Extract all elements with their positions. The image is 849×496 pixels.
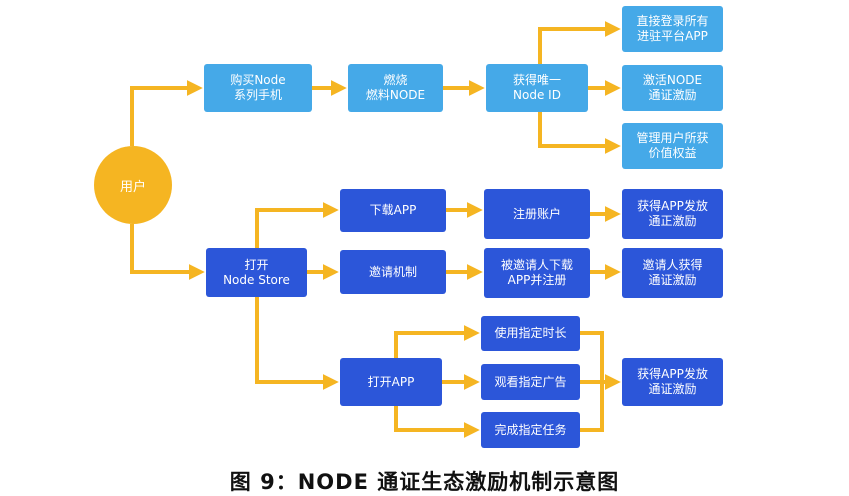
use-duration-node: 使用指定时长 (481, 316, 580, 351)
arrow-id-to-manage (538, 112, 621, 154)
figure-caption: 图 9：NODE 通证生态激励机制示意图 (229, 470, 620, 494)
complete-tasks-node: 完成指定任务 (481, 412, 580, 448)
node-id-node: 获得唯一 Node ID (486, 64, 588, 112)
open-store-node: 打开 Node Store (206, 248, 307, 297)
arrow-id-to-login (538, 21, 621, 64)
activate-node-node: 激活NODE 通证激励 (622, 65, 723, 111)
arrow-openapp-to-duration (394, 325, 480, 358)
arrow-store-to-openapp (255, 297, 339, 390)
register-account-node: 注册账户 (484, 189, 590, 239)
burn-fuel-node: 燃烧 燃料NODE (348, 64, 443, 112)
app-reward-node-2: 获得APP发放 通证激励 (622, 358, 723, 406)
arrow-openapp-to-tasks (394, 406, 480, 438)
download-app-node: 下载APP (340, 189, 446, 232)
invite-mechanism-node: 邀请机制 (340, 250, 446, 294)
arrow-user-to-buy (130, 80, 203, 146)
watch-ads-node: 观看指定广告 (481, 364, 580, 400)
inviter-reward-node: 邀请人获得 通证激励 (622, 248, 723, 298)
login-apps-node: 直接登录所有 进驻平台APP (622, 6, 723, 52)
arrow-store-to-download (255, 202, 339, 248)
open-app-node: 打开APP (340, 358, 442, 406)
arrow-user-to-store (130, 224, 205, 280)
invitee-register-node: 被邀请人下载 APP并注册 (484, 248, 590, 298)
buy-phone-node: 购买Node 系列手机 (204, 64, 312, 112)
user-node: 用户 (94, 146, 172, 224)
app-reward-node-1: 获得APP发放 通正激励 (622, 189, 723, 239)
manage-value-node: 管理用户所获 价值权益 (622, 123, 723, 169)
